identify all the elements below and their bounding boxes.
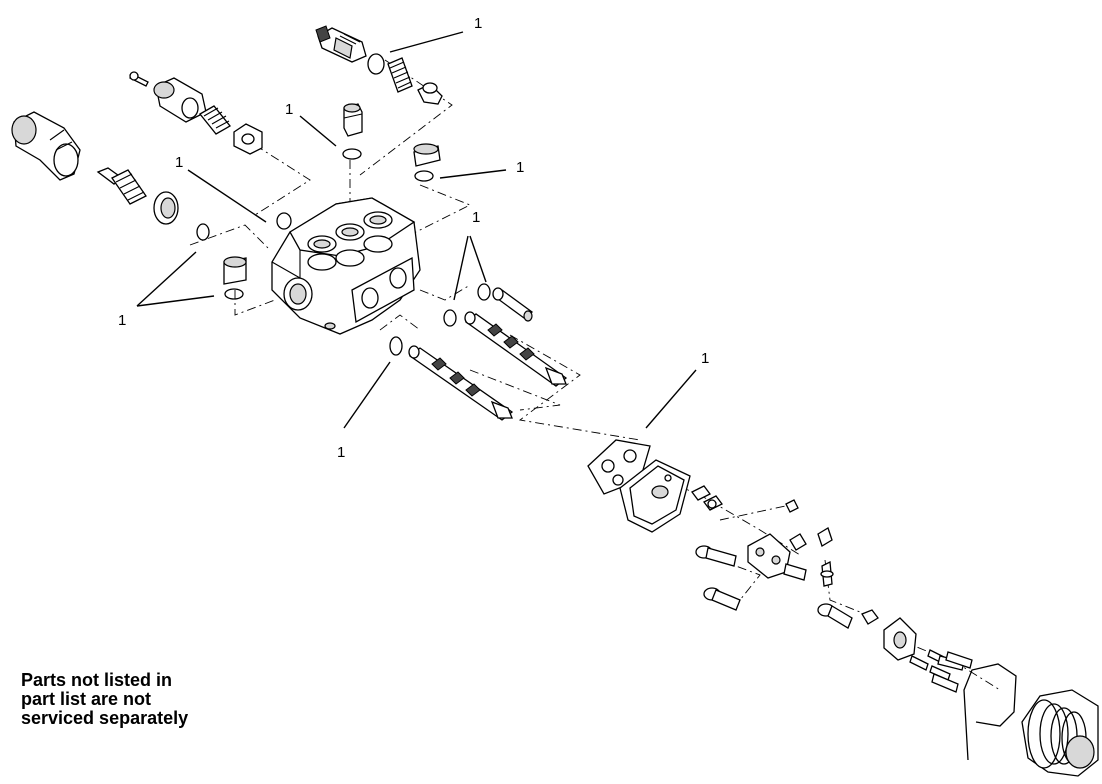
spool-spring-assembly — [96, 167, 147, 205]
screws-group — [691, 485, 833, 551]
long-spool — [464, 311, 568, 387]
callout-label: 1 — [516, 159, 525, 176]
spring — [199, 105, 231, 135]
callout-label: 1 — [337, 444, 346, 461]
short-spool — [492, 287, 534, 322]
callout-label: 1 — [118, 312, 127, 329]
check-valve — [343, 103, 363, 137]
bolt-set — [909, 649, 973, 693]
end-cover — [619, 459, 691, 533]
assembly-centerlines — [189, 59, 1001, 691]
cartridge-housing — [153, 77, 207, 123]
bolt — [129, 71, 149, 87]
boot-clamp — [963, 663, 1017, 761]
rod-end — [817, 603, 853, 629]
o-ring — [414, 170, 434, 182]
stud — [820, 560, 834, 587]
service-note-line: part list are not — [21, 689, 152, 709]
valve-body — [271, 197, 421, 335]
o-ring — [196, 223, 210, 241]
long-spool — [408, 345, 514, 421]
service-note-line: Parts not listed in — [21, 670, 173, 690]
seal-nut — [153, 191, 179, 225]
spring — [387, 57, 413, 93]
top-cartridge — [315, 25, 367, 63]
callout-label: 1 — [175, 154, 184, 171]
callout-label: 1 — [474, 15, 483, 32]
o-ring — [224, 288, 244, 300]
service-note-line: serviced separately — [21, 708, 189, 728]
plug — [413, 143, 441, 167]
retainer — [883, 617, 917, 661]
plug — [223, 256, 247, 285]
flange-plate — [233, 123, 263, 155]
rod-end — [703, 587, 741, 611]
leader-lines — [136, 31, 697, 429]
service-note: Parts not listed in part list are not se… — [21, 671, 188, 728]
callout-label: 1 — [472, 209, 481, 226]
linkage-bracket — [747, 533, 807, 581]
o-ring — [389, 336, 403, 356]
poppet — [417, 82, 443, 105]
o-ring — [477, 283, 491, 301]
o-ring — [367, 53, 385, 75]
callout-label: 1 — [285, 101, 294, 118]
rubber-boot — [1021, 689, 1099, 777]
callout-label: 1 — [701, 350, 710, 367]
o-ring — [342, 148, 362, 160]
rod-end — [695, 545, 737, 567]
o-ring — [276, 212, 292, 230]
large-cartridge — [11, 111, 81, 181]
o-ring — [443, 309, 457, 327]
nut — [861, 609, 879, 625]
